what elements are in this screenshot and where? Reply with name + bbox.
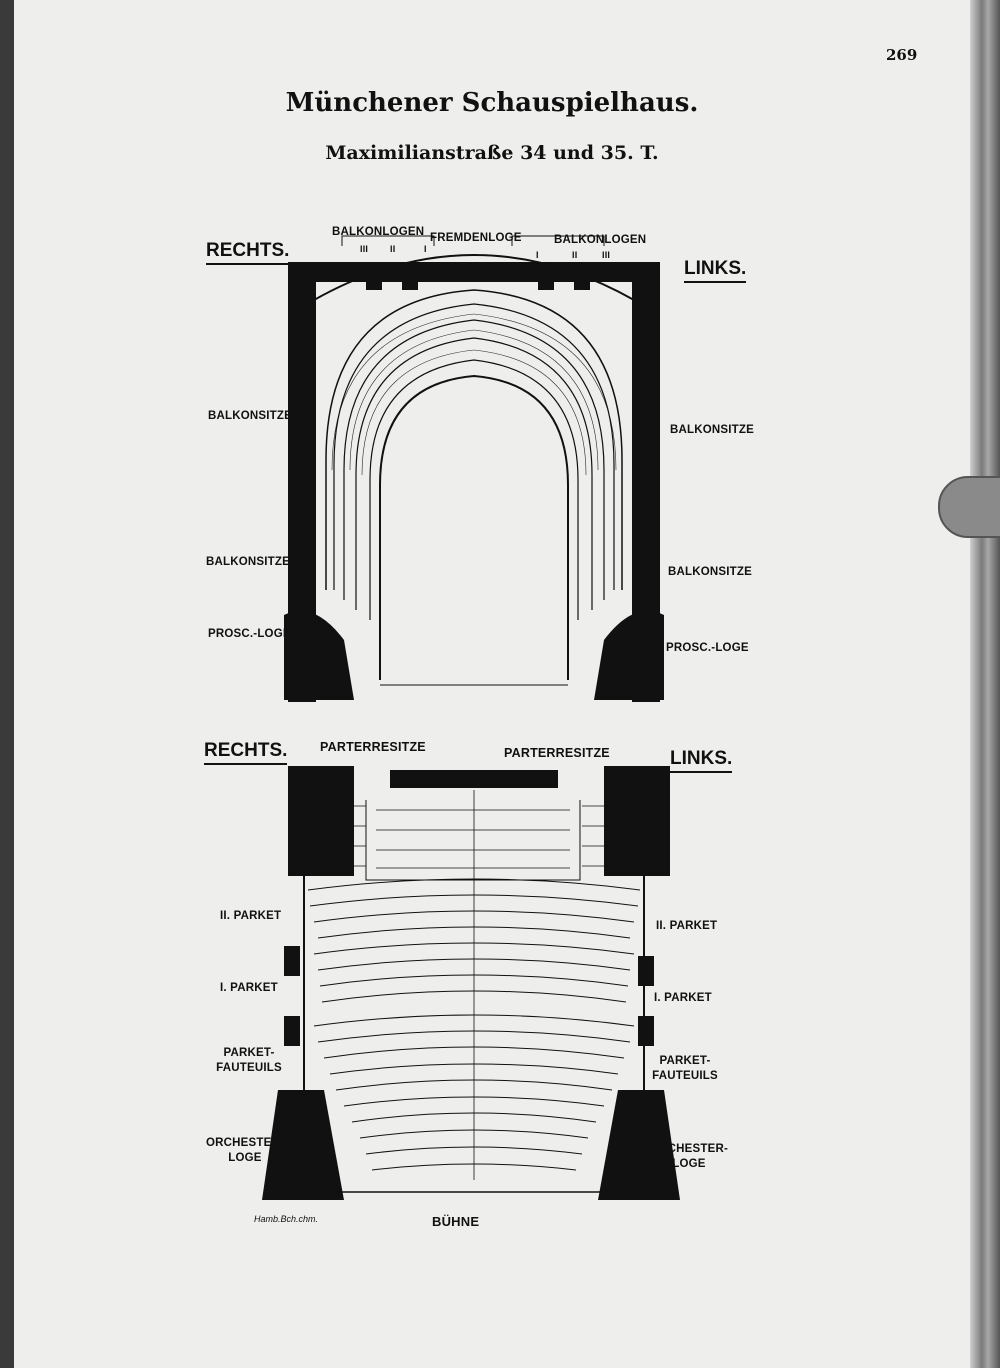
fauteuils-left-line1: PARKET-	[659, 1055, 711, 1067]
balcony-seats-lower-left-label: BALKONSITZE	[668, 566, 752, 578]
orchestra-box-left-label: ORCHESTER- LOGE	[644, 1142, 734, 1172]
page-subtitle: Maximilianstraße 34 und 35. T.	[325, 142, 659, 164]
fauteuils-right-line2: FAUTEUILS	[216, 1062, 282, 1074]
balcony-left-side-label: LINKS.	[684, 258, 747, 283]
balcony-plan-drawing	[284, 235, 664, 702]
fauteuils-right-label: PARKET- FAUTEUILS	[212, 1046, 286, 1076]
stranger-box-label: FREMDENLOGE	[430, 232, 522, 244]
orchestra-right-line2: LOGE	[228, 1152, 262, 1164]
orchestra-right-line1: ORCHESTER-	[205, 1137, 285, 1149]
orchestra-left-line1: ORCHESTER-	[649, 1143, 729, 1155]
balcony-boxes-left-label: BALKONLOGEN	[332, 226, 425, 238]
fauteuils-right-line1: PARKET-	[223, 1047, 275, 1059]
page-edge-stack	[970, 0, 1000, 1368]
orchestra-left-line2: LOGE	[672, 1158, 706, 1170]
second-parquet-right-label: II. PARKET	[220, 910, 282, 922]
fauteuils-left-label: PARKET- FAUTEUILS	[648, 1054, 722, 1084]
proscenium-box-left-label: PROSC.-LOGE	[666, 642, 749, 654]
parterre-seats-left-label: PARTERRESITZE	[320, 740, 426, 754]
orchestra-box-right-label: ORCHESTER- LOGE	[200, 1136, 290, 1166]
box-numeral-r2: II	[572, 250, 578, 260]
balcony-boxes-right-label: BALKONLOGEN	[554, 234, 647, 246]
second-parquet-left-label: II. PARKET	[656, 920, 718, 932]
first-parquet-right-label: I. PARKET	[220, 982, 278, 994]
fauteuils-left-line2: FAUTEUILS	[652, 1070, 718, 1082]
page-title: Münchener Schauspielhaus.	[285, 88, 699, 118]
parterre-left-side-label: LINKS.	[670, 748, 733, 773]
parterre-right-side-label: RECHTS.	[204, 740, 288, 765]
engraver-signature: Hamb.Bch.chm.	[254, 1214, 319, 1224]
theatre-plans	[262, 235, 680, 1200]
stage-label: BÜHNE	[432, 1214, 480, 1229]
parterre-plan-drawing	[262, 766, 680, 1200]
first-parquet-left-label: I. PARKET	[654, 992, 712, 1004]
proscenium-box-right-label: PROSC.-LOGE	[208, 628, 291, 640]
index-tab	[938, 476, 1000, 538]
book-spine	[0, 0, 14, 1368]
box-numeral-r3: III	[602, 250, 611, 260]
box-numeral-l2: II	[390, 244, 396, 254]
box-numeral-l1: I	[424, 244, 427, 254]
balcony-right-side-label: RECHTS.	[206, 240, 290, 265]
box-numeral-l3: III	[360, 244, 369, 254]
balcony-seats-lower-right-label: BALKONSITZE	[206, 556, 290, 568]
catalog-page: 269 Münchener Schauspielhaus. Maximilian…	[14, 0, 970, 1368]
balcony-seats-upper-right-label: BALKONSITZE	[208, 410, 292, 422]
balcony-seats-upper-left-label: BALKONSITZE	[670, 424, 754, 436]
parterre-seats-right-label: PARTERRESITZE	[504, 746, 610, 760]
box-numeral-r1: I	[536, 250, 539, 260]
page-number: 269	[886, 46, 918, 64]
